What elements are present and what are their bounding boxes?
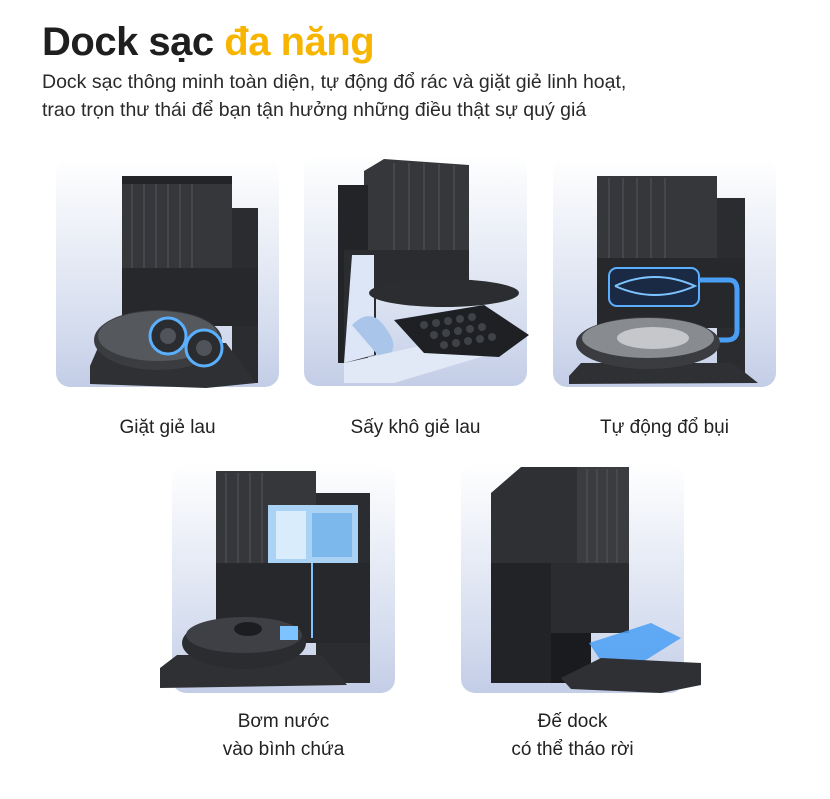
feature-caption-mop-washing: Giặt giẻ lau	[119, 417, 216, 438]
feature-card-mop-drying	[304, 155, 529, 386]
title-accent: đa năng	[224, 20, 375, 64]
dock-auto-dust-empty-image	[569, 176, 758, 384]
page-subtitle: Dock sạc thông minh toàn diện, tự động đ…	[42, 68, 802, 124]
caption-line-1: Bơm nước	[237, 711, 330, 732]
subtitle-line-1: Dock sạc thông minh toàn diện, tự động đ…	[42, 71, 627, 93]
dock-detachable-base-image	[491, 467, 701, 693]
feature-card-water-refill	[160, 463, 395, 693]
feature-caption-auto-dust-empty: Tự động đổ bụi	[600, 417, 729, 438]
dock-water-refill-image	[160, 471, 370, 688]
feature-caption-detachable-base: Đế dock có thể tháo rời	[461, 708, 684, 764]
feature-caption-water-refill: Bơm nước vào bình chứa	[172, 708, 395, 764]
dock-mop-washing-image	[90, 176, 258, 388]
feature-card-mop-washing	[56, 158, 279, 388]
title-main: Dock sạc	[42, 20, 225, 64]
caption-line-2: có thể tháo rời	[511, 739, 634, 760]
caption-line-2: vào bình chứa	[222, 739, 345, 760]
feature-card-auto-dust-empty	[553, 158, 776, 387]
feature-caption-mop-drying: Sấy khô giẻ lau	[350, 417, 481, 438]
dock-mop-drying-image	[338, 159, 529, 383]
caption-line-1: Đế dock	[537, 711, 608, 732]
page-title: Dock sạc đa năng	[42, 18, 375, 66]
feature-card-detachable-base	[461, 463, 701, 693]
subtitle-line-2: trao trọn thư thái để bạn tận hưởng nhữn…	[42, 99, 587, 121]
